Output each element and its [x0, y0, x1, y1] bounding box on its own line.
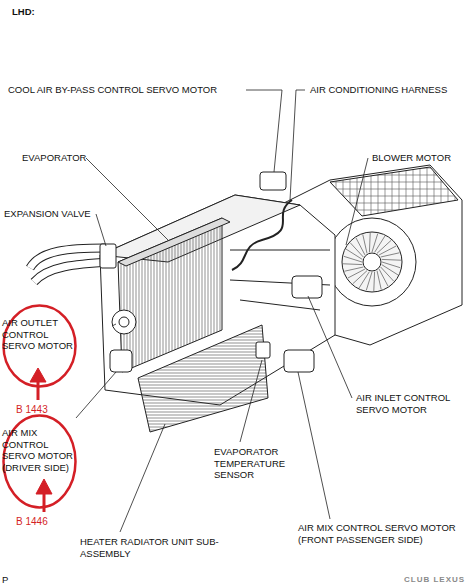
part-label: AIR CONDITIONING HARNESS	[310, 84, 447, 96]
callout-code: B 1446	[16, 516, 48, 528]
heading-label: LHD:	[12, 6, 35, 18]
part-label: COOL AIR BY-PASS CONTROL SERVO MOTOR	[8, 84, 217, 96]
callout-code: B 1443	[16, 404, 48, 416]
circled-label: AIR OUTLET CONTROL SERVO MOTOR	[2, 304, 77, 388]
part-label: EVAPORATOR TEMPERATURE SENSOR	[214, 446, 306, 481]
part-label: EXPANSION VALVE	[4, 208, 91, 220]
watermark: CLUB LEXUS	[404, 574, 465, 586]
circled-label: AIR MIX CONTROL SERVO MOTOR (DRIVER SIDE…	[2, 414, 77, 509]
part-label: AIR MIX CONTROL SERVO MOTOR (DRIVER SIDE…	[2, 427, 77, 473]
part-label: AIR OUTLET CONTROL SERVO MOTOR	[2, 317, 77, 352]
part-label: EVAPORATOR	[22, 152, 86, 164]
fragment-label: P	[2, 574, 8, 586]
part-label: HEATER RADIATOR UNIT SUB-ASSEMBLY	[80, 536, 225, 559]
part-label: BLOWER MOTOR	[372, 152, 451, 164]
part-label: AIR INLET CONTROL SERVO MOTOR	[356, 392, 470, 415]
part-label: AIR MIX CONTROL SERVO MOTOR (FRONT PASSE…	[298, 522, 472, 545]
